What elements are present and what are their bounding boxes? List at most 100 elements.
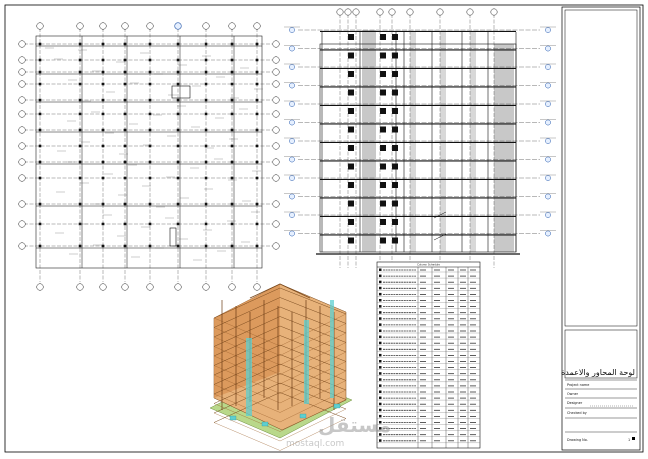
column-schedule-table: Column Schedule <box>376 261 481 449</box>
plan-grid-bubble <box>18 158 26 166</box>
plan-grid-bubble <box>202 283 210 291</box>
plan-column <box>204 144 208 148</box>
plan-column <box>176 58 180 62</box>
level-marker-right <box>545 119 551 126</box>
plan-column <box>101 42 105 46</box>
elevation-column-block <box>392 182 398 188</box>
elevation-column-block <box>380 52 386 59</box>
plan-grid-bubble <box>174 283 182 291</box>
plan-column <box>230 202 234 206</box>
plan-column <box>123 70 127 74</box>
iso-core <box>246 338 252 416</box>
schedule-row-icon <box>379 335 382 339</box>
plan-column <box>123 222 127 226</box>
plan-column <box>176 98 180 102</box>
elevation-column-block <box>380 237 386 244</box>
plan-column <box>204 82 208 86</box>
elevation-column-block <box>380 163 386 170</box>
elevation-column-block <box>392 71 398 77</box>
plan-column <box>78 244 82 248</box>
elevation-column-block <box>380 126 386 133</box>
elevation-column-block <box>392 163 398 170</box>
plan-grid-bubble <box>253 283 261 291</box>
schedule-row-icon <box>379 372 382 375</box>
plan-column <box>204 202 208 206</box>
plan-grid-bubble <box>18 80 26 88</box>
plan-grid-bubble <box>272 40 280 48</box>
level-marker-left <box>289 175 295 181</box>
plan-column <box>204 42 208 46</box>
level-marker-right <box>545 101 551 107</box>
plan-grid-bubble <box>253 22 261 30</box>
elevation-column-block <box>380 89 386 96</box>
schedule-row-icon <box>379 396 382 400</box>
plan-grid-bubble <box>36 22 44 30</box>
plan-column <box>204 112 208 116</box>
plan-column <box>38 82 42 86</box>
plan-grid-bubble <box>272 80 280 88</box>
iso-core <box>330 300 334 398</box>
plan-column <box>176 222 180 226</box>
plan-column <box>148 112 152 116</box>
plan-column <box>78 42 82 46</box>
plan-column <box>101 112 105 116</box>
plan-column <box>230 144 234 148</box>
plan-column <box>230 98 234 102</box>
plan-column <box>123 202 127 206</box>
iso-footing <box>261 421 269 427</box>
plan-column <box>101 58 105 62</box>
plan-grid-bubble <box>272 220 280 228</box>
plan-column <box>255 70 259 74</box>
schedule-row-icon <box>379 274 382 278</box>
elevation-column-block <box>380 145 386 151</box>
plan-column <box>230 112 234 116</box>
plan-column <box>204 176 208 180</box>
plan-column <box>148 128 152 132</box>
plan-column <box>38 128 42 132</box>
plan-column <box>230 82 234 86</box>
plan-column <box>176 160 180 164</box>
schedule-row-icon <box>379 347 382 351</box>
structural-plan <box>18 22 280 291</box>
schedule-row-icon <box>379 268 382 271</box>
plan-column <box>255 144 259 148</box>
plan-column <box>176 70 180 74</box>
plan-stair-core <box>171 85 191 99</box>
plan-column <box>123 144 127 148</box>
elevation-column-block <box>348 145 354 151</box>
plan-column <box>123 98 127 102</box>
plan-grid-bubble <box>272 142 280 150</box>
plan-column <box>230 176 234 180</box>
plan-column <box>148 244 152 248</box>
plan-column <box>204 160 208 164</box>
schedule-row-icon <box>379 353 382 357</box>
level-marker-left <box>289 138 295 144</box>
plan-grid-bubble <box>18 96 26 104</box>
structural-elevation <box>284 8 556 268</box>
plan-column <box>148 222 152 226</box>
schedule-row-icon <box>379 384 382 387</box>
schedule-row-icon <box>379 414 382 418</box>
plan-grid-bubble <box>272 110 280 118</box>
plan-grid-bubble <box>18 220 26 228</box>
title-block-frame <box>561 6 641 451</box>
plan-column <box>38 222 42 226</box>
plan-grid-bubble <box>272 126 280 134</box>
elevation-grid-bubble <box>490 8 498 16</box>
plan-column <box>148 176 152 180</box>
plan-column <box>101 70 105 74</box>
elevation-stair <box>433 233 447 241</box>
plan-column <box>176 112 180 116</box>
elevation-shade <box>494 44 514 252</box>
elevation-column-block <box>348 108 354 114</box>
elevation-stair <box>433 211 447 219</box>
schedule-row-icon <box>379 433 382 436</box>
plan-column <box>148 82 152 86</box>
level-marker-left <box>289 230 295 237</box>
plan-column <box>176 202 180 206</box>
plan-grid-bubble <box>121 22 129 30</box>
elevation-column-block <box>392 200 398 207</box>
schedule-row-icon <box>379 311 382 314</box>
elevation-column-block <box>348 126 354 133</box>
